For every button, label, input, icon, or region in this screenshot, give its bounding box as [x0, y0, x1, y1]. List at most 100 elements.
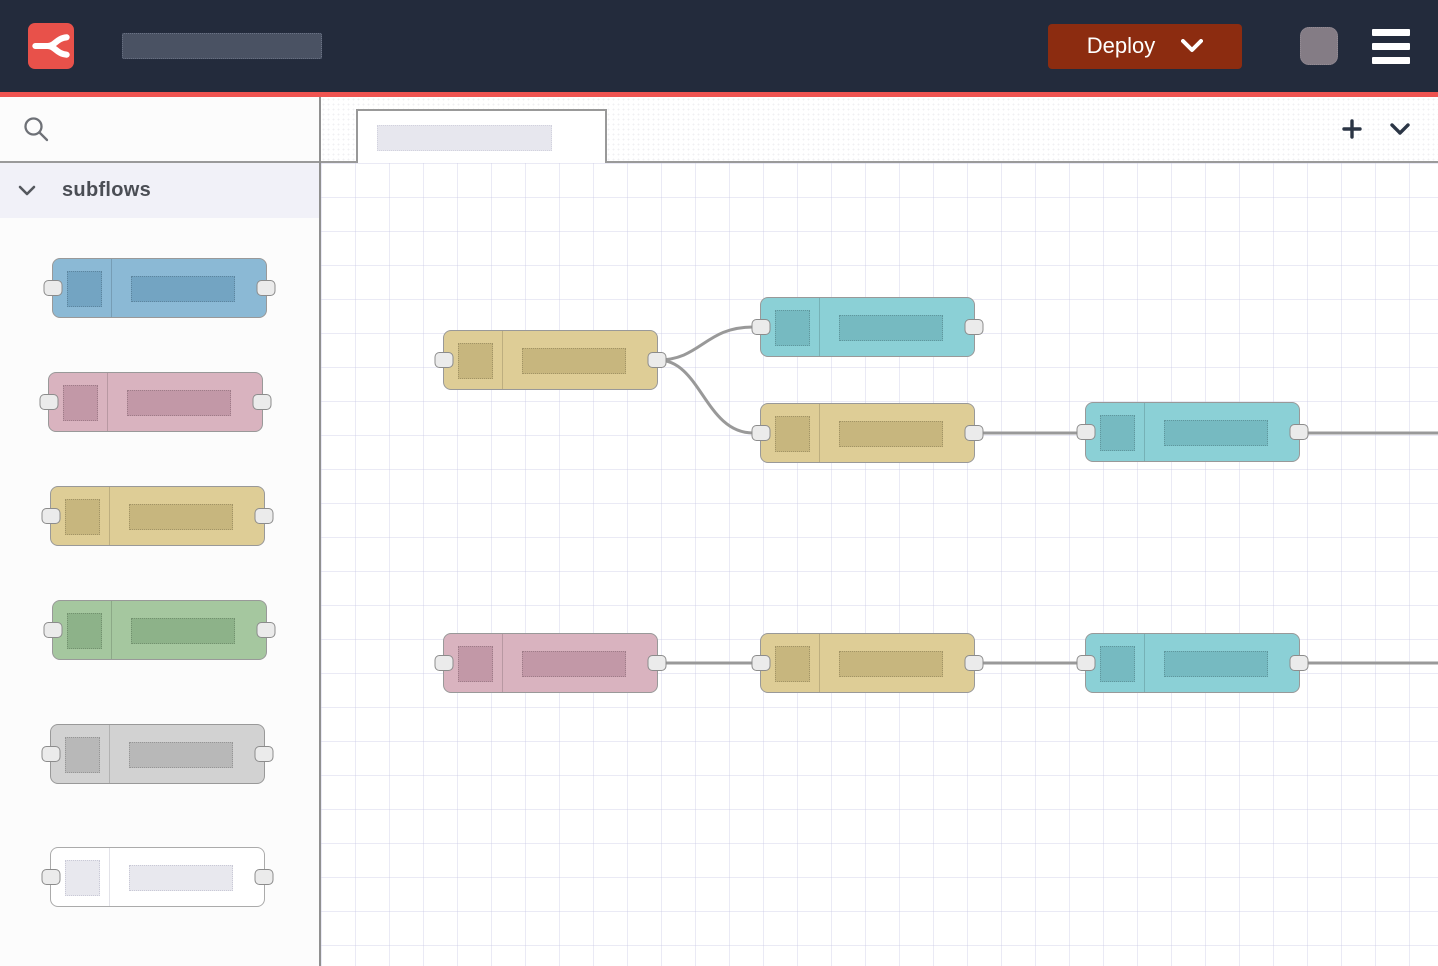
- fork-logo-icon: [32, 34, 70, 58]
- search-button[interactable]: [20, 113, 52, 145]
- node-port-left[interactable]: [434, 352, 454, 368]
- canvas-node-pink-1[interactable]: [434, 633, 667, 693]
- chevron-down-icon: [1181, 39, 1204, 52]
- node-port-left[interactable]: [39, 394, 59, 410]
- node-icon-box: [1100, 415, 1135, 451]
- node-port-left[interactable]: [41, 746, 61, 762]
- node-label-placeholder: [839, 421, 943, 447]
- palette-sidebar: subflows: [0, 97, 321, 966]
- node-port-left[interactable]: [434, 655, 454, 671]
- palette-node-white[interactable]: [41, 847, 274, 907]
- node-divider: [819, 404, 820, 462]
- node-divider: [107, 373, 108, 431]
- node-divider: [109, 848, 110, 906]
- node-divider: [502, 634, 503, 692]
- node-port-right[interactable]: [964, 655, 984, 671]
- flow-list-button[interactable]: [1388, 121, 1412, 138]
- node-label-placeholder: [129, 742, 233, 768]
- node-port-left[interactable]: [751, 319, 771, 335]
- node-icon-box: [775, 646, 810, 682]
- search-icon: [24, 117, 49, 142]
- node-port-right[interactable]: [647, 352, 667, 368]
- subflows-section-label: subflows: [62, 179, 152, 201]
- user-avatar[interactable]: [1300, 27, 1338, 65]
- flow-tab-label-placeholder: [377, 125, 552, 151]
- node-label-placeholder: [522, 651, 626, 677]
- chevron-down-icon: [1390, 122, 1410, 135]
- node-port-right[interactable]: [256, 280, 276, 296]
- node-port-right[interactable]: [254, 869, 274, 885]
- node-port-right[interactable]: [647, 655, 667, 671]
- menu-button[interactable]: [1372, 28, 1410, 64]
- node-icon-box: [1100, 646, 1135, 682]
- node-label-placeholder: [839, 651, 943, 677]
- node-icon-box: [67, 271, 102, 307]
- chevron-down-icon: [18, 185, 36, 196]
- canvas-node-yellow-3[interactable]: [751, 633, 984, 693]
- node-port-right[interactable]: [964, 425, 984, 441]
- palette-node-blue[interactable]: [43, 258, 276, 318]
- node-icon-box: [65, 499, 100, 535]
- node-port-left[interactable]: [751, 655, 771, 671]
- node-port-left[interactable]: [751, 425, 771, 441]
- canvas-node-cyan-1[interactable]: [751, 297, 984, 357]
- flow-wire[interactable]: [657, 358, 754, 435]
- node-port-left[interactable]: [1076, 655, 1096, 671]
- node-port-left[interactable]: [41, 508, 61, 524]
- node-icon-box: [65, 737, 100, 773]
- node-divider: [502, 331, 503, 389]
- plus-icon: [1342, 119, 1362, 139]
- node-label-placeholder: [1164, 420, 1268, 446]
- node-divider: [819, 298, 820, 356]
- node-label-placeholder: [839, 315, 943, 341]
- node-icon-box: [775, 416, 810, 452]
- node-port-right[interactable]: [256, 622, 276, 638]
- workspace: [321, 97, 1438, 966]
- node-icon-box: [458, 646, 493, 682]
- palette-node-green[interactable]: [43, 600, 276, 660]
- deploy-label: Deploy: [1086, 33, 1156, 58]
- node-icon-box: [67, 613, 102, 649]
- node-label-placeholder: [1164, 651, 1268, 677]
- node-port-right[interactable]: [254, 746, 274, 762]
- node-label-placeholder: [131, 618, 235, 644]
- node-port-right[interactable]: [964, 319, 984, 335]
- flow-tab[interactable]: [356, 109, 607, 165]
- palette-node-yellow[interactable]: [41, 486, 274, 546]
- node-port-right[interactable]: [254, 508, 274, 524]
- node-label-placeholder: [127, 390, 231, 416]
- node-port-left[interactable]: [43, 622, 63, 638]
- node-icon-box: [775, 310, 810, 346]
- add-flow-button[interactable]: [1340, 117, 1364, 141]
- node-label-placeholder: [129, 504, 233, 530]
- node-label-placeholder: [129, 865, 233, 891]
- node-port-left[interactable]: [43, 280, 63, 296]
- node-label-placeholder: [522, 348, 626, 374]
- node-divider: [819, 634, 820, 692]
- canvas-node-yellow-2[interactable]: [751, 403, 984, 463]
- node-port-left[interactable]: [1076, 424, 1096, 440]
- node-port-right[interactable]: [252, 394, 272, 410]
- canvas-node-yellow-1[interactable]: [434, 330, 667, 390]
- node-divider: [109, 725, 110, 783]
- palette-node-pink[interactable]: [39, 372, 272, 432]
- flow-wire[interactable]: [657, 325, 754, 362]
- node-icon-box: [458, 343, 493, 379]
- node-port-right[interactable]: [1289, 655, 1309, 671]
- palette-search-row: [0, 97, 319, 163]
- flow-canvas[interactable]: [321, 163, 1438, 966]
- header-accent-line: [0, 92, 1438, 97]
- node-divider: [1144, 634, 1145, 692]
- subflows-section-header[interactable]: subflows: [0, 163, 319, 218]
- app-logo: [28, 23, 74, 69]
- palette-node-gray[interactable]: [41, 724, 274, 784]
- hamburger-icon: [1372, 28, 1410, 36]
- canvas-node-cyan-2[interactable]: [1076, 402, 1309, 462]
- wire-layer: [657, 325, 1438, 665]
- node-port-left[interactable]: [41, 869, 61, 885]
- deploy-button[interactable]: Deploy: [1048, 23, 1242, 69]
- canvas-node-cyan-3[interactable]: [1076, 633, 1309, 693]
- node-icon-box: [63, 385, 98, 421]
- node-icon-box: [65, 860, 100, 896]
- node-port-right[interactable]: [1289, 424, 1309, 440]
